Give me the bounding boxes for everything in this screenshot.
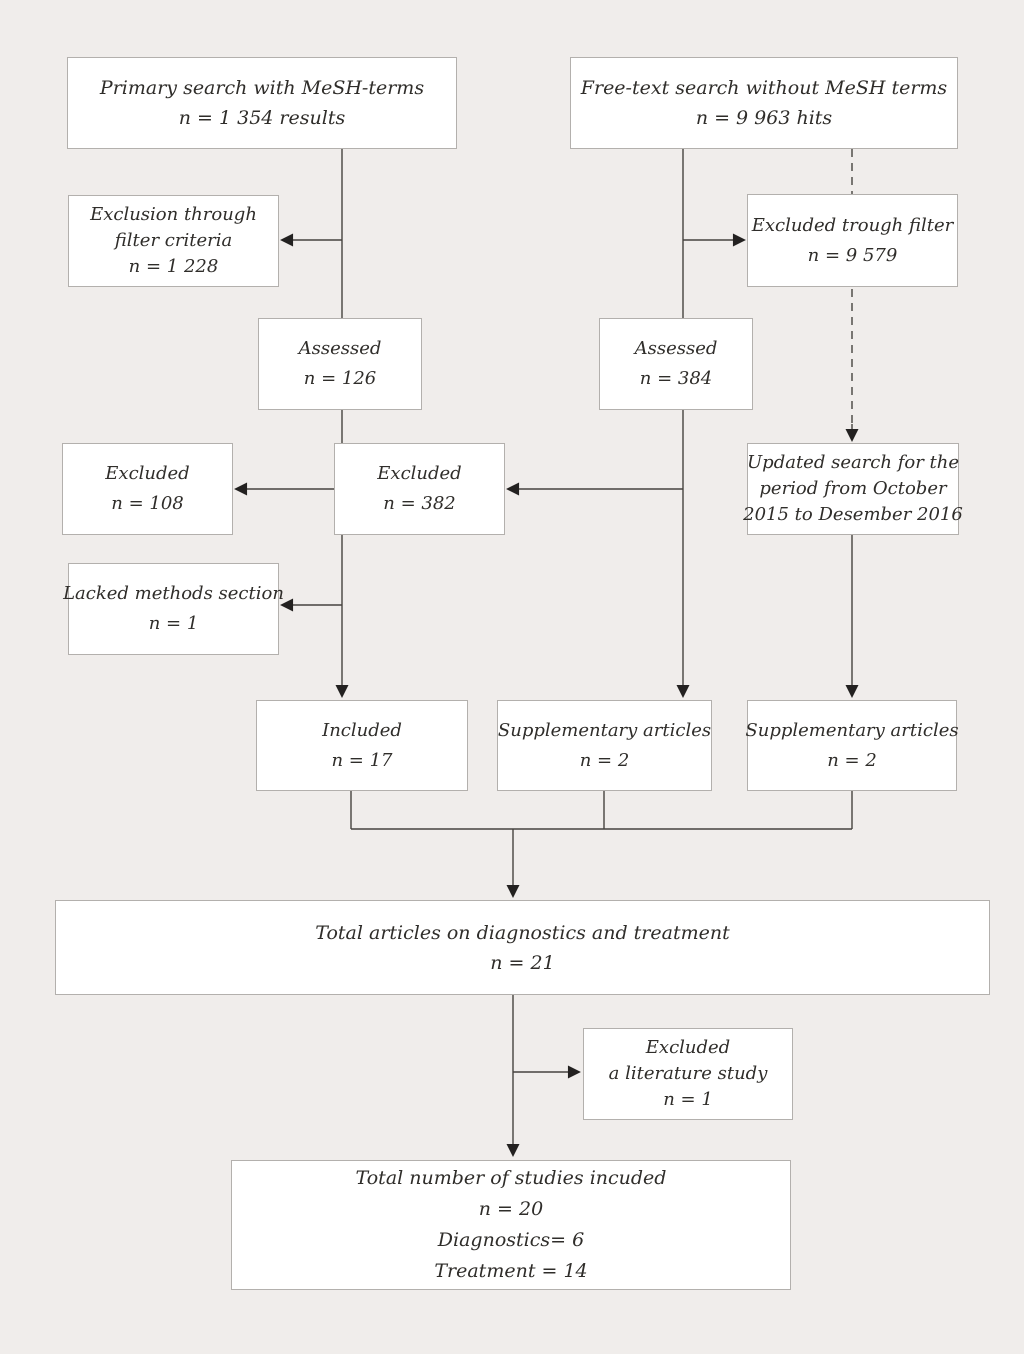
node-excluded-freetext-count: n = 382	[383, 493, 456, 514]
node-excluded-literature: Excluded a literature study n = 1	[583, 1028, 793, 1120]
node-excluded-mesh-count: n = 108	[111, 493, 184, 514]
node-total-included-treatment: Treatment = 14	[434, 1260, 588, 1282]
node-included-label: Included	[322, 719, 402, 741]
node-updated-search-line2: period from October	[759, 478, 947, 499]
node-total-articles: Total articles on diagnostics and treatm…	[55, 900, 990, 995]
node-lacked-methods-label: Lacked methods section	[63, 583, 284, 604]
node-included: Included n = 17	[256, 700, 468, 791]
node-assessed-mesh: Assessed n = 126	[258, 318, 422, 410]
node-total-articles-count: n = 21	[490, 951, 555, 974]
node-excluded-freetext-label: Excluded	[377, 463, 462, 484]
node-primary-search: Primary search with MeSH-terms n = 1 354…	[67, 57, 457, 149]
node-excluded-literature-line1: Excluded	[645, 1037, 731, 1058]
node-exclusion-filter-line1: Exclusion through	[90, 204, 257, 225]
node-supplementary-freetext-count: n = 2	[579, 749, 630, 771]
node-total-articles-label: Total articles on diagnostics and treatm…	[315, 921, 730, 944]
node-total-included-count: n = 20	[478, 1198, 544, 1220]
node-excluded-mesh: Excluded n = 108	[62, 443, 233, 535]
node-exclusion-filter: Exclusion through filter criteria n = 1 …	[68, 195, 279, 287]
node-updated-search: Updated search for the period from Octob…	[743, 443, 963, 535]
node-freetext-search-label: Free-text search without MeSH terms	[580, 77, 948, 99]
node-updated-search-line1: Updated search for the	[747, 452, 960, 473]
node-primary-search-count: n = 1 354 results	[178, 107, 346, 129]
node-primary-search-label: Primary search with MeSH-terms	[99, 77, 425, 99]
node-excluded-filter-label: Excluded trough filter	[751, 214, 954, 236]
node-exclusion-filter-count: n = 1 228	[128, 256, 219, 277]
node-excluded-mesh-label: Excluded	[105, 463, 190, 484]
node-assessed-freetext-label: Assessed	[634, 338, 718, 359]
node-updated-search-line3: 2015 to Desember 2016	[743, 504, 963, 525]
node-total-included-diagnostics: Diagnostics= 6	[437, 1229, 585, 1251]
node-excluded-literature-count: n = 1	[663, 1089, 713, 1110]
node-total-included-label: Total number of studies incuded	[355, 1167, 667, 1189]
node-supplementary-updated-label: Supplementary articles	[745, 719, 959, 741]
node-assessed-freetext-count: n = 384	[639, 368, 713, 389]
node-excluded-filter: Excluded trough filter n = 9 579	[747, 194, 958, 287]
node-freetext-search: Free-text search without MeSH terms n = …	[570, 57, 958, 149]
node-lacked-methods: Lacked methods section n = 1	[63, 563, 284, 655]
node-exclusion-filter-line2: filter criteria	[114, 230, 233, 251]
node-assessed-mesh-count: n = 126	[303, 368, 377, 389]
node-assessed-freetext: Assessed n = 384	[599, 318, 753, 410]
node-assessed-mesh-label: Assessed	[298, 338, 382, 359]
node-supplementary-freetext: Supplementary articles n = 2	[497, 700, 712, 791]
node-supplementary-freetext-label: Supplementary articles	[497, 719, 712, 741]
node-included-count: n = 17	[331, 749, 393, 771]
node-lacked-methods-count: n = 1	[148, 613, 199, 634]
node-excluded-filter-count: n = 9 579	[807, 244, 898, 266]
node-total-included: Total number of studies incuded n = 20 D…	[231, 1160, 791, 1290]
node-excluded-literature-line2: a literature study	[608, 1063, 768, 1084]
node-supplementary-updated-count: n = 2	[827, 749, 877, 771]
node-freetext-search-count: n = 9 963 hits	[695, 107, 833, 129]
node-excluded-freetext: Excluded n = 382	[334, 443, 505, 535]
node-supplementary-updated: Supplementary articles n = 2	[745, 700, 959, 791]
